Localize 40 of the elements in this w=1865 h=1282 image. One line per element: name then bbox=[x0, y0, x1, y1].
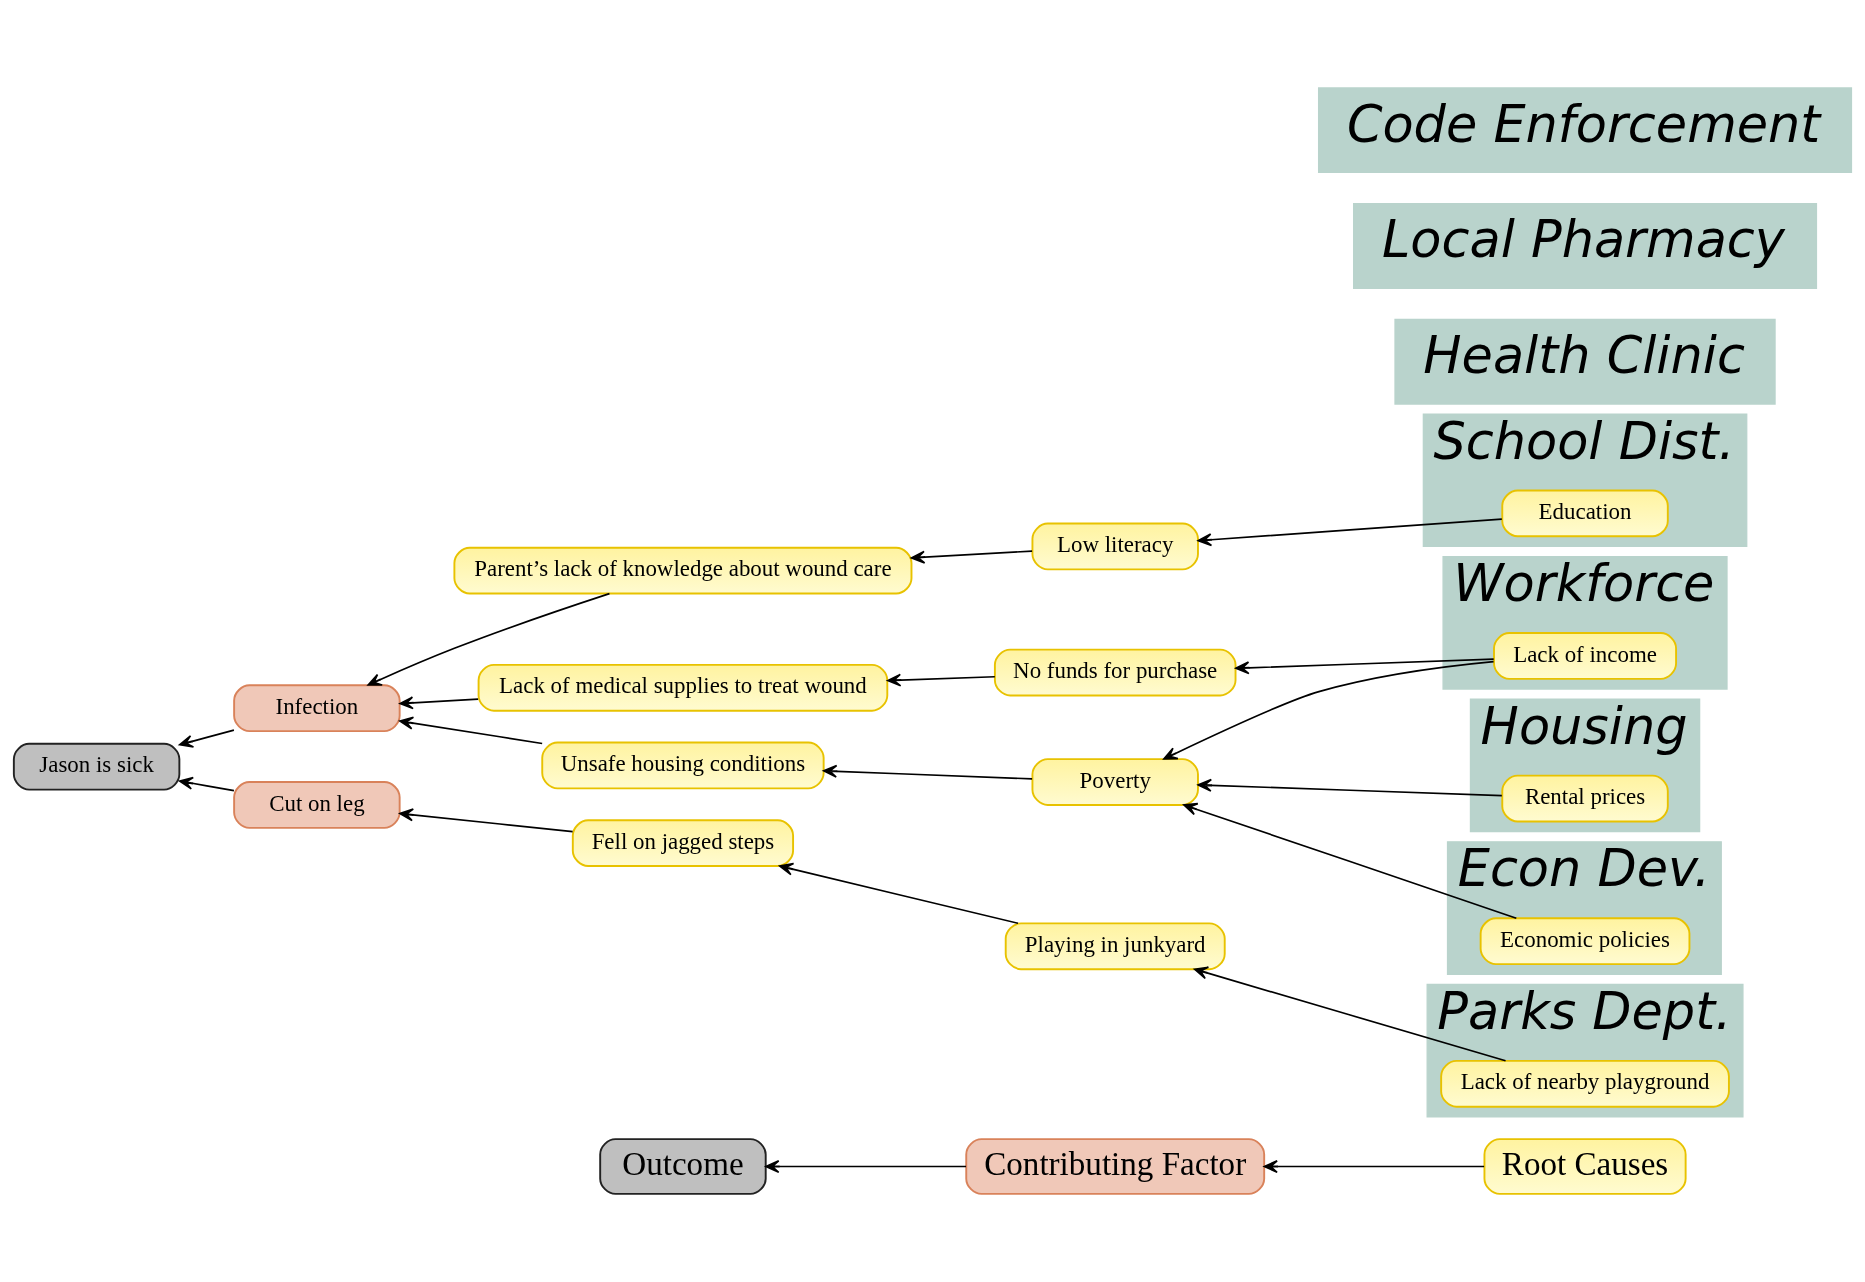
arrow bbox=[399, 716, 543, 745]
arrow bbox=[765, 1159, 967, 1174]
node-box: Lack of income bbox=[1493, 632, 1678, 680]
node-box: Parent’s lack of knowledge about wound care bbox=[453, 546, 913, 595]
arrow bbox=[1235, 658, 1495, 675]
node-box: Root Causes bbox=[1483, 1138, 1687, 1195]
node-box: Infection bbox=[233, 684, 401, 733]
arrow bbox=[779, 862, 1019, 925]
node-box: Outcome bbox=[599, 1138, 767, 1195]
arrow bbox=[1197, 778, 1503, 797]
node-box: Poverty bbox=[1031, 758, 1199, 806]
node-box: Local Pharmacy bbox=[1353, 203, 1818, 289]
node-box: Economic policies bbox=[1479, 917, 1691, 966]
node-box: No funds for purchase bbox=[993, 648, 1237, 697]
arrow bbox=[886, 673, 996, 687]
arrow bbox=[1183, 802, 1518, 920]
node-box: Lack of nearby playground bbox=[1440, 1059, 1730, 1108]
node-box: Cut on leg bbox=[233, 781, 401, 829]
arrow bbox=[399, 808, 574, 833]
node-box: Rental prices bbox=[1501, 774, 1669, 823]
node-box: Education bbox=[1501, 489, 1669, 538]
node-box: Contributing Factor bbox=[965, 1138, 1266, 1195]
arrow bbox=[367, 592, 611, 686]
arrow bbox=[178, 776, 235, 792]
node-box: Low literacy bbox=[1031, 522, 1199, 571]
arrow bbox=[178, 729, 235, 748]
node-box: Health Clinic bbox=[1394, 318, 1776, 405]
arrow bbox=[1193, 966, 1507, 1062]
node-box: Fell on jagged steps bbox=[571, 819, 795, 867]
arrow bbox=[1263, 1159, 1485, 1174]
node-box: Lack of medical supplies to treat wound bbox=[477, 663, 889, 712]
arrow bbox=[910, 550, 1033, 564]
node-box: Jason is sick bbox=[12, 742, 181, 791]
node-box: Unsafe housing conditions bbox=[541, 741, 825, 790]
node-box: Playing in junkyard bbox=[1004, 922, 1226, 971]
arrow bbox=[822, 764, 1033, 780]
arrow bbox=[1197, 518, 1503, 547]
arrow bbox=[1163, 660, 1495, 760]
node-box: Code Enforcement bbox=[1317, 87, 1853, 174]
arrow bbox=[399, 696, 479, 710]
